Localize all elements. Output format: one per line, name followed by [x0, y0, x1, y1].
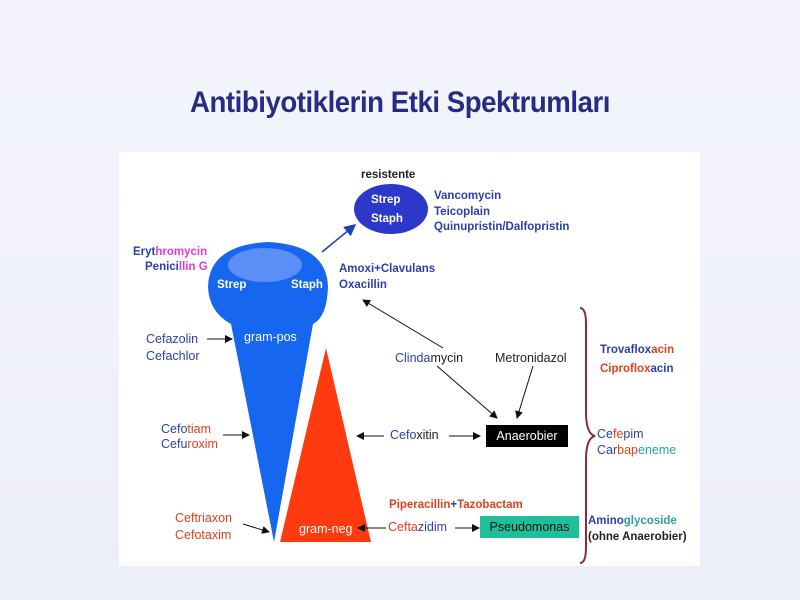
group-brace [579, 307, 596, 564]
gram-pos-cone [208, 242, 328, 542]
cone-staph-label: Staph [291, 279, 323, 291]
pseudomonas-box: Pseudomonas [480, 516, 579, 538]
resistente-staph-label: Staph [371, 213, 403, 225]
ceftazidim-label: Ceftazidim [388, 520, 447, 535]
page-title: Antibiyotiklerin Etki Spektrumları [190, 86, 610, 119]
gram-pos-label: gram-pos [244, 330, 297, 344]
cefoxitin-part2: xitin [416, 428, 439, 442]
tazobactam-part: Tazobactam [457, 499, 523, 511]
piperacillin-part1: Piperacillin [389, 499, 451, 511]
cefuroxim-part2: roxim [187, 437, 218, 451]
cefoxitin-label: Cefoxitin [390, 428, 439, 443]
penicillin-part1: Penici [145, 261, 179, 273]
resistente-arrow [321, 224, 357, 253]
clindamycin-part1: Clinda [395, 351, 431, 365]
clindamycin-label: Clindamycin [395, 351, 463, 366]
ceftriaxon-arrow [242, 523, 270, 534]
cefotiam-part2: tiam [187, 422, 212, 436]
erythromycin-label: Erythromycin [133, 245, 207, 260]
carbapeneme-label: Carbapeneme [597, 443, 676, 458]
amoxi-label: Amoxi+Clavulans [339, 263, 436, 275]
oxacillin-label: Oxacillin [339, 279, 387, 291]
vancomycin-label: Vancomycin [434, 190, 502, 202]
clindamycin-part2: mycin [430, 351, 464, 365]
penicillin-label: Penicillin G [145, 260, 208, 275]
cefuroxim-label: Cefuroxim [161, 437, 218, 452]
spectrum-diagram [207, 184, 596, 564]
ceftazidim-part1: Cefta [388, 520, 418, 534]
resistente-label: resistente [361, 169, 416, 181]
cefepim-label: Cefepim [597, 427, 644, 442]
teicoplain-label: Teicoplain [434, 206, 491, 218]
aminoglycoside-label: Aminoglycoside [588, 514, 677, 529]
cefuroxim-part1: Cefu [161, 437, 188, 451]
gram-neg-triangle [280, 348, 371, 542]
aminoglycoside-part2: glycoside [623, 515, 677, 527]
penicillin-part2: llin G [178, 261, 208, 273]
ciprofloxacin-part1: Ciproflox [600, 363, 651, 375]
erythromycin-part2: hromycin [155, 246, 208, 258]
trovafloxacin-label: Trovafloxacin [600, 343, 674, 358]
cefazolin-label: Cefazolin [146, 332, 199, 346]
anaerobier-box: Anaerobier [486, 425, 568, 447]
carbapeneme-part1: Car [597, 443, 618, 457]
cefotiam-part1: Cefo [161, 422, 188, 436]
resistente-ellipse [354, 184, 428, 234]
piperacillin-label: Piperacillin+Tazobactam [389, 498, 523, 513]
cefachlor-label: Cefachlor [146, 349, 200, 363]
ciprofloxacin-label: Ciprofloxacin [600, 362, 674, 377]
quinupristin-label: Quinupristin/Dalfopristin [434, 221, 570, 233]
cefotiam-label: Cefotiam [161, 422, 211, 437]
ceftazidim-part2: zidim [417, 520, 448, 534]
ohne-anaerobier-label: (ohne Anaerobier) [588, 531, 687, 543]
piperacillin-plus: + [450, 499, 458, 511]
trovafloxacin-part1: Trovaflox [600, 344, 652, 356]
cefepim-part2: fe [612, 427, 624, 441]
metronidazol-anaerobier-arrow [515, 365, 534, 419]
cefotaxim-label: Cefotaxim [175, 528, 232, 542]
cefoxitin-part1: Cefo [390, 428, 417, 442]
erythromycin-part1: Eryt [133, 246, 156, 258]
metronidazol-label: Metronidazol [495, 351, 567, 365]
ceftriaxon-label: Ceftriaxon [175, 511, 232, 525]
resistente-strep-label: Strep [371, 194, 401, 206]
cone-strep-label: Strep [217, 279, 247, 291]
clinda-amoxi-arrow [362, 299, 444, 349]
gram-neg-label: gram-neg [299, 522, 353, 536]
ciprofloxacin-part2: acin [650, 363, 674, 375]
aminoglycoside-part1: Amino [588, 515, 624, 527]
cefepim-part1: Ce [597, 427, 613, 441]
cefepim-part3: pim [623, 427, 644, 441]
trovafloxacin-part2: acin [651, 344, 675, 356]
clinda-anaerobier-arrow [436, 365, 498, 419]
carbapeneme-part2: bap [617, 443, 639, 457]
carbapeneme-part3: eneme [638, 443, 677, 457]
cone-highlight [228, 248, 302, 282]
